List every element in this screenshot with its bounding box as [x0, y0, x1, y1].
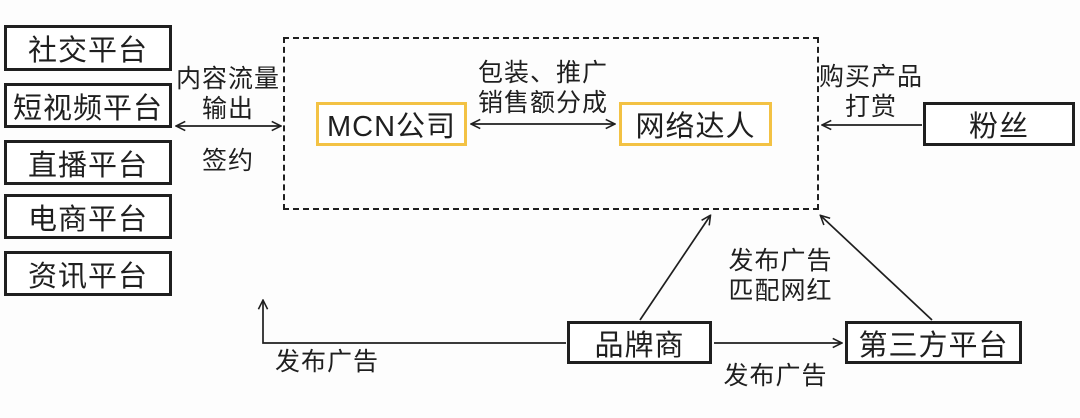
node-third-party-platform-label: 第三方平台 [858, 329, 1009, 362]
node-news-platform-label: 资讯平台 [27, 260, 148, 293]
node-fans-label: 粉丝 [968, 111, 1029, 143]
node-influencer-label: 网络达人 [635, 111, 756, 143]
label-publish-ads-to-third-party: 发布广告 [723, 362, 828, 390]
node-brand-label: 品牌商 [594, 329, 685, 362]
node-news-platform: 资讯平台 [4, 251, 172, 296]
node-influencer: 网络达人 [619, 102, 772, 146]
node-mcn-company-label: MCN公司 [326, 111, 457, 143]
label-package-promotion-share: 包装、推广 销售额分成 [477, 59, 608, 117]
node-social-platform: 社交平台 [4, 25, 172, 71]
node-brand: 品牌商 [567, 321, 712, 364]
node-ecommerce-platform-label: 电商平台 [27, 203, 148, 236]
label-sign-contract: 签约 [201, 147, 254, 175]
node-ecommerce-platform: 电商平台 [4, 194, 172, 239]
edge-brand-group [639, 216, 710, 321]
node-live-platform: 直播平台 [4, 140, 172, 185]
node-third-party-platform: 第三方平台 [845, 321, 1022, 364]
node-short-video-platform-label: 短视频平台 [12, 92, 163, 125]
node-short-video-platform: 短视频平台 [4, 83, 172, 128]
mcn-group-dashed-box [283, 37, 819, 210]
label-purchase-tip: 购买产品 打赏 [818, 63, 923, 121]
label-content-traffic-output: 内容流量 输出 [175, 65, 280, 123]
label-publish-ads-match-influencers: 发布广告 匹配网红 [728, 247, 833, 305]
node-social-platform-label: 社交平台 [27, 35, 148, 67]
edge-brand-news [263, 301, 566, 344]
node-live-platform-label: 直播平台 [27, 149, 148, 182]
label-publish-ads-to-news: 发布广告 [274, 348, 379, 376]
node-fans: 粉丝 [923, 102, 1075, 146]
node-mcn-company: MCN公司 [316, 102, 467, 146]
